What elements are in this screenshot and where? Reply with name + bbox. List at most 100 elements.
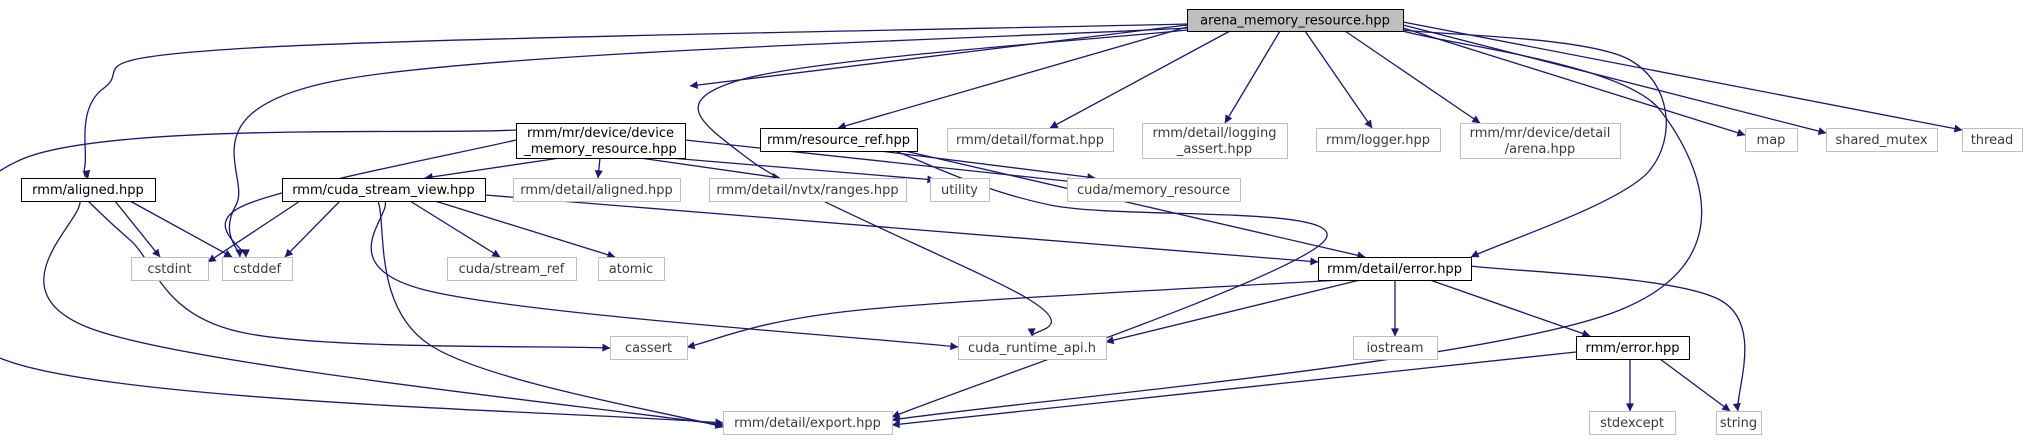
edge-root-to-cstddef bbox=[228, 27, 1188, 258]
edge-derror-to-string bbox=[1470, 265, 1746, 412]
node-cstddef-label: cstddef bbox=[233, 262, 282, 277]
node-string: string bbox=[1716, 411, 1762, 435]
edge-root-to-thread bbox=[1402, 21, 1963, 133]
node-cuda-memory-resource-box bbox=[1067, 178, 1241, 202]
edge-root-to-resref bbox=[837, 26, 1188, 130]
edge-layer bbox=[0, 21, 1963, 429]
node-cstdint: cstdint bbox=[131, 257, 209, 281]
edge-aligned-to-export bbox=[43, 200, 724, 428]
node-atomic-box bbox=[598, 257, 665, 281]
node-cuda-stream-view-label: rmm/cuda_stream_view.hpp bbox=[292, 183, 475, 198]
node-logger-box bbox=[1316, 128, 1441, 152]
edge-root-to-devres bbox=[689, 24, 1188, 90]
node-iostream: iostream bbox=[1353, 336, 1438, 360]
node-resource-ref-label: rmm/resource_ref.hpp bbox=[767, 133, 910, 148]
node-cuda-stream-ref-label: cuda/stream_ref bbox=[459, 262, 565, 277]
node-detail-aligned: rmm/detail/aligned.hpp bbox=[513, 178, 681, 202]
node-logger-label: rmm/logger.hpp bbox=[1326, 133, 1430, 148]
node-cuda-stream-view-box bbox=[282, 178, 486, 202]
edge-derror-to-cassert bbox=[686, 279, 1341, 350]
node-device-memory-resource-box bbox=[516, 123, 686, 159]
node-thread-label: thread bbox=[1971, 133, 2014, 148]
node-utility: utility bbox=[930, 178, 990, 202]
edge-error-to-export bbox=[891, 351, 1577, 429]
node-arena-memory-resource[interactable]: arena_memory_resource.hpp bbox=[1187, 9, 1404, 32]
node-cassert-label: cassert bbox=[625, 341, 672, 356]
node-cuda-stream-ref-box bbox=[447, 257, 577, 281]
node-logging-assert-box bbox=[1142, 123, 1288, 159]
node-logger: rmm/logger.hpp bbox=[1316, 128, 1441, 152]
edge-devres-to-dalign bbox=[594, 157, 603, 179]
node-string-box bbox=[1716, 411, 1762, 435]
node-stdexcept-box bbox=[1589, 411, 1676, 435]
edge-aligned-to-cassert bbox=[87, 200, 611, 352]
node-stdexcept: stdexcept bbox=[1589, 411, 1676, 435]
edge-csv-to-cuda_rt bbox=[370, 200, 959, 351]
node-cstdint-box bbox=[131, 257, 209, 281]
node-resource-ref[interactable]: rmm/resource_ref.hpp bbox=[760, 128, 918, 152]
node-cuda-runtime-api-label: cuda_runtime_api.h bbox=[968, 341, 1096, 356]
node-shared-mutex-box bbox=[1826, 128, 1938, 152]
node-map-label: map bbox=[1757, 133, 1786, 148]
node-detail-arena: rmm/mr/device/detail/arena.hpp bbox=[1460, 123, 1621, 159]
edge-aligned-to-cstddef bbox=[129, 200, 233, 258]
node-aligned-box bbox=[21, 178, 156, 202]
edge-csv-to-atomic bbox=[434, 200, 616, 259]
node-aligned-label: rmm/aligned.hpp bbox=[32, 183, 144, 198]
node-detail-export-box bbox=[723, 411, 893, 435]
node-detail-aligned-label: rmm/detail/aligned.hpp bbox=[520, 183, 673, 198]
node-error-label: rmm/error.hpp bbox=[1586, 341, 1680, 356]
node-detail-format: rmm/detail/format.hpp bbox=[947, 128, 1114, 152]
node-detail-arena-box bbox=[1460, 123, 1621, 159]
edge-devres-to-cstddef bbox=[224, 139, 517, 258]
edge-root-to-export bbox=[891, 30, 1703, 423]
edge-error-to-string bbox=[1659, 358, 1731, 412]
node-error-box bbox=[1576, 336, 1690, 360]
node-detail-error-box bbox=[1318, 257, 1472, 281]
edge-root-to-arena bbox=[1344, 30, 1481, 124]
edge-csv-to-streamref bbox=[409, 200, 501, 258]
node-aligned[interactable]: rmm/aligned.hpp bbox=[21, 178, 156, 202]
edge-csv-to-cstdint bbox=[207, 200, 301, 263]
node-cuda-stream-ref: cuda/stream_ref bbox=[447, 257, 577, 281]
node-detail-aligned-box bbox=[513, 178, 681, 202]
node-device-memory-resource-label: _memory_resource.hpp bbox=[523, 142, 676, 157]
node-string-label: string bbox=[1720, 416, 1757, 431]
edge-derror-to-cuda_rt bbox=[1105, 279, 1361, 345]
edge-csv-to-cstddef bbox=[284, 200, 341, 258]
edge-root-to-logger bbox=[1304, 30, 1373, 129]
edge-derror-to-error bbox=[1429, 279, 1591, 338]
node-iostream-label: iostream bbox=[1366, 341, 1423, 356]
node-cuda-memory-resource-label: cuda/memory_resource bbox=[1077, 183, 1230, 198]
edge-devres-to-export bbox=[0, 129, 724, 427]
edge-csv-to-derror bbox=[484, 194, 1319, 266]
node-cassert: cassert bbox=[610, 336, 688, 360]
node-nvtx-ranges: rmm/detail/nvtx/ranges.hpp bbox=[709, 178, 907, 202]
node-logging-assert-label: _assert.hpp bbox=[1176, 142, 1252, 157]
node-detail-format-box bbox=[947, 128, 1114, 152]
node-nvtx-ranges-box bbox=[709, 178, 907, 202]
node-cuda-runtime-api: cuda_runtime_api.h bbox=[958, 336, 1107, 360]
node-stdexcept-label: stdexcept bbox=[1600, 416, 1664, 431]
node-cuda-stream-view[interactable]: rmm/cuda_stream_view.hpp bbox=[282, 178, 486, 202]
node-device-memory-resource[interactable]: rmm/mr/device/device_memory_resource.hpp bbox=[516, 123, 686, 159]
node-device-memory-resource-label: rmm/mr/device/device bbox=[527, 126, 674, 141]
edge-aligned-to-cstdint bbox=[114, 200, 161, 258]
node-arena-memory-resource-box bbox=[1187, 9, 1404, 32]
node-detail-arena-label: /arena.hpp bbox=[1505, 142, 1575, 157]
node-error[interactable]: rmm/error.hpp bbox=[1576, 336, 1690, 360]
edge-root-to-cuda_rt bbox=[697, 29, 1188, 337]
edge-root-to-format bbox=[1049, 30, 1231, 129]
node-resource-ref-box bbox=[760, 128, 918, 152]
edge-resref-to-cudamr bbox=[879, 150, 1096, 182]
node-detail-error[interactable]: rmm/detail/error.hpp bbox=[1318, 257, 1472, 281]
node-shared-mutex: shared_mutex bbox=[1826, 128, 1938, 152]
node-utility-label: utility bbox=[941, 183, 978, 198]
node-cassert-box bbox=[610, 336, 688, 360]
edge-devres-to-utility bbox=[669, 157, 936, 184]
node-nvtx-ranges-label: rmm/detail/nvtx/ranges.hpp bbox=[716, 183, 898, 198]
node-shared-mutex-label: shared_mutex bbox=[1835, 133, 1928, 148]
node-cuda-runtime-api-box bbox=[958, 336, 1107, 360]
node-detail-export-label: rmm/detail/export.hpp bbox=[734, 416, 881, 431]
